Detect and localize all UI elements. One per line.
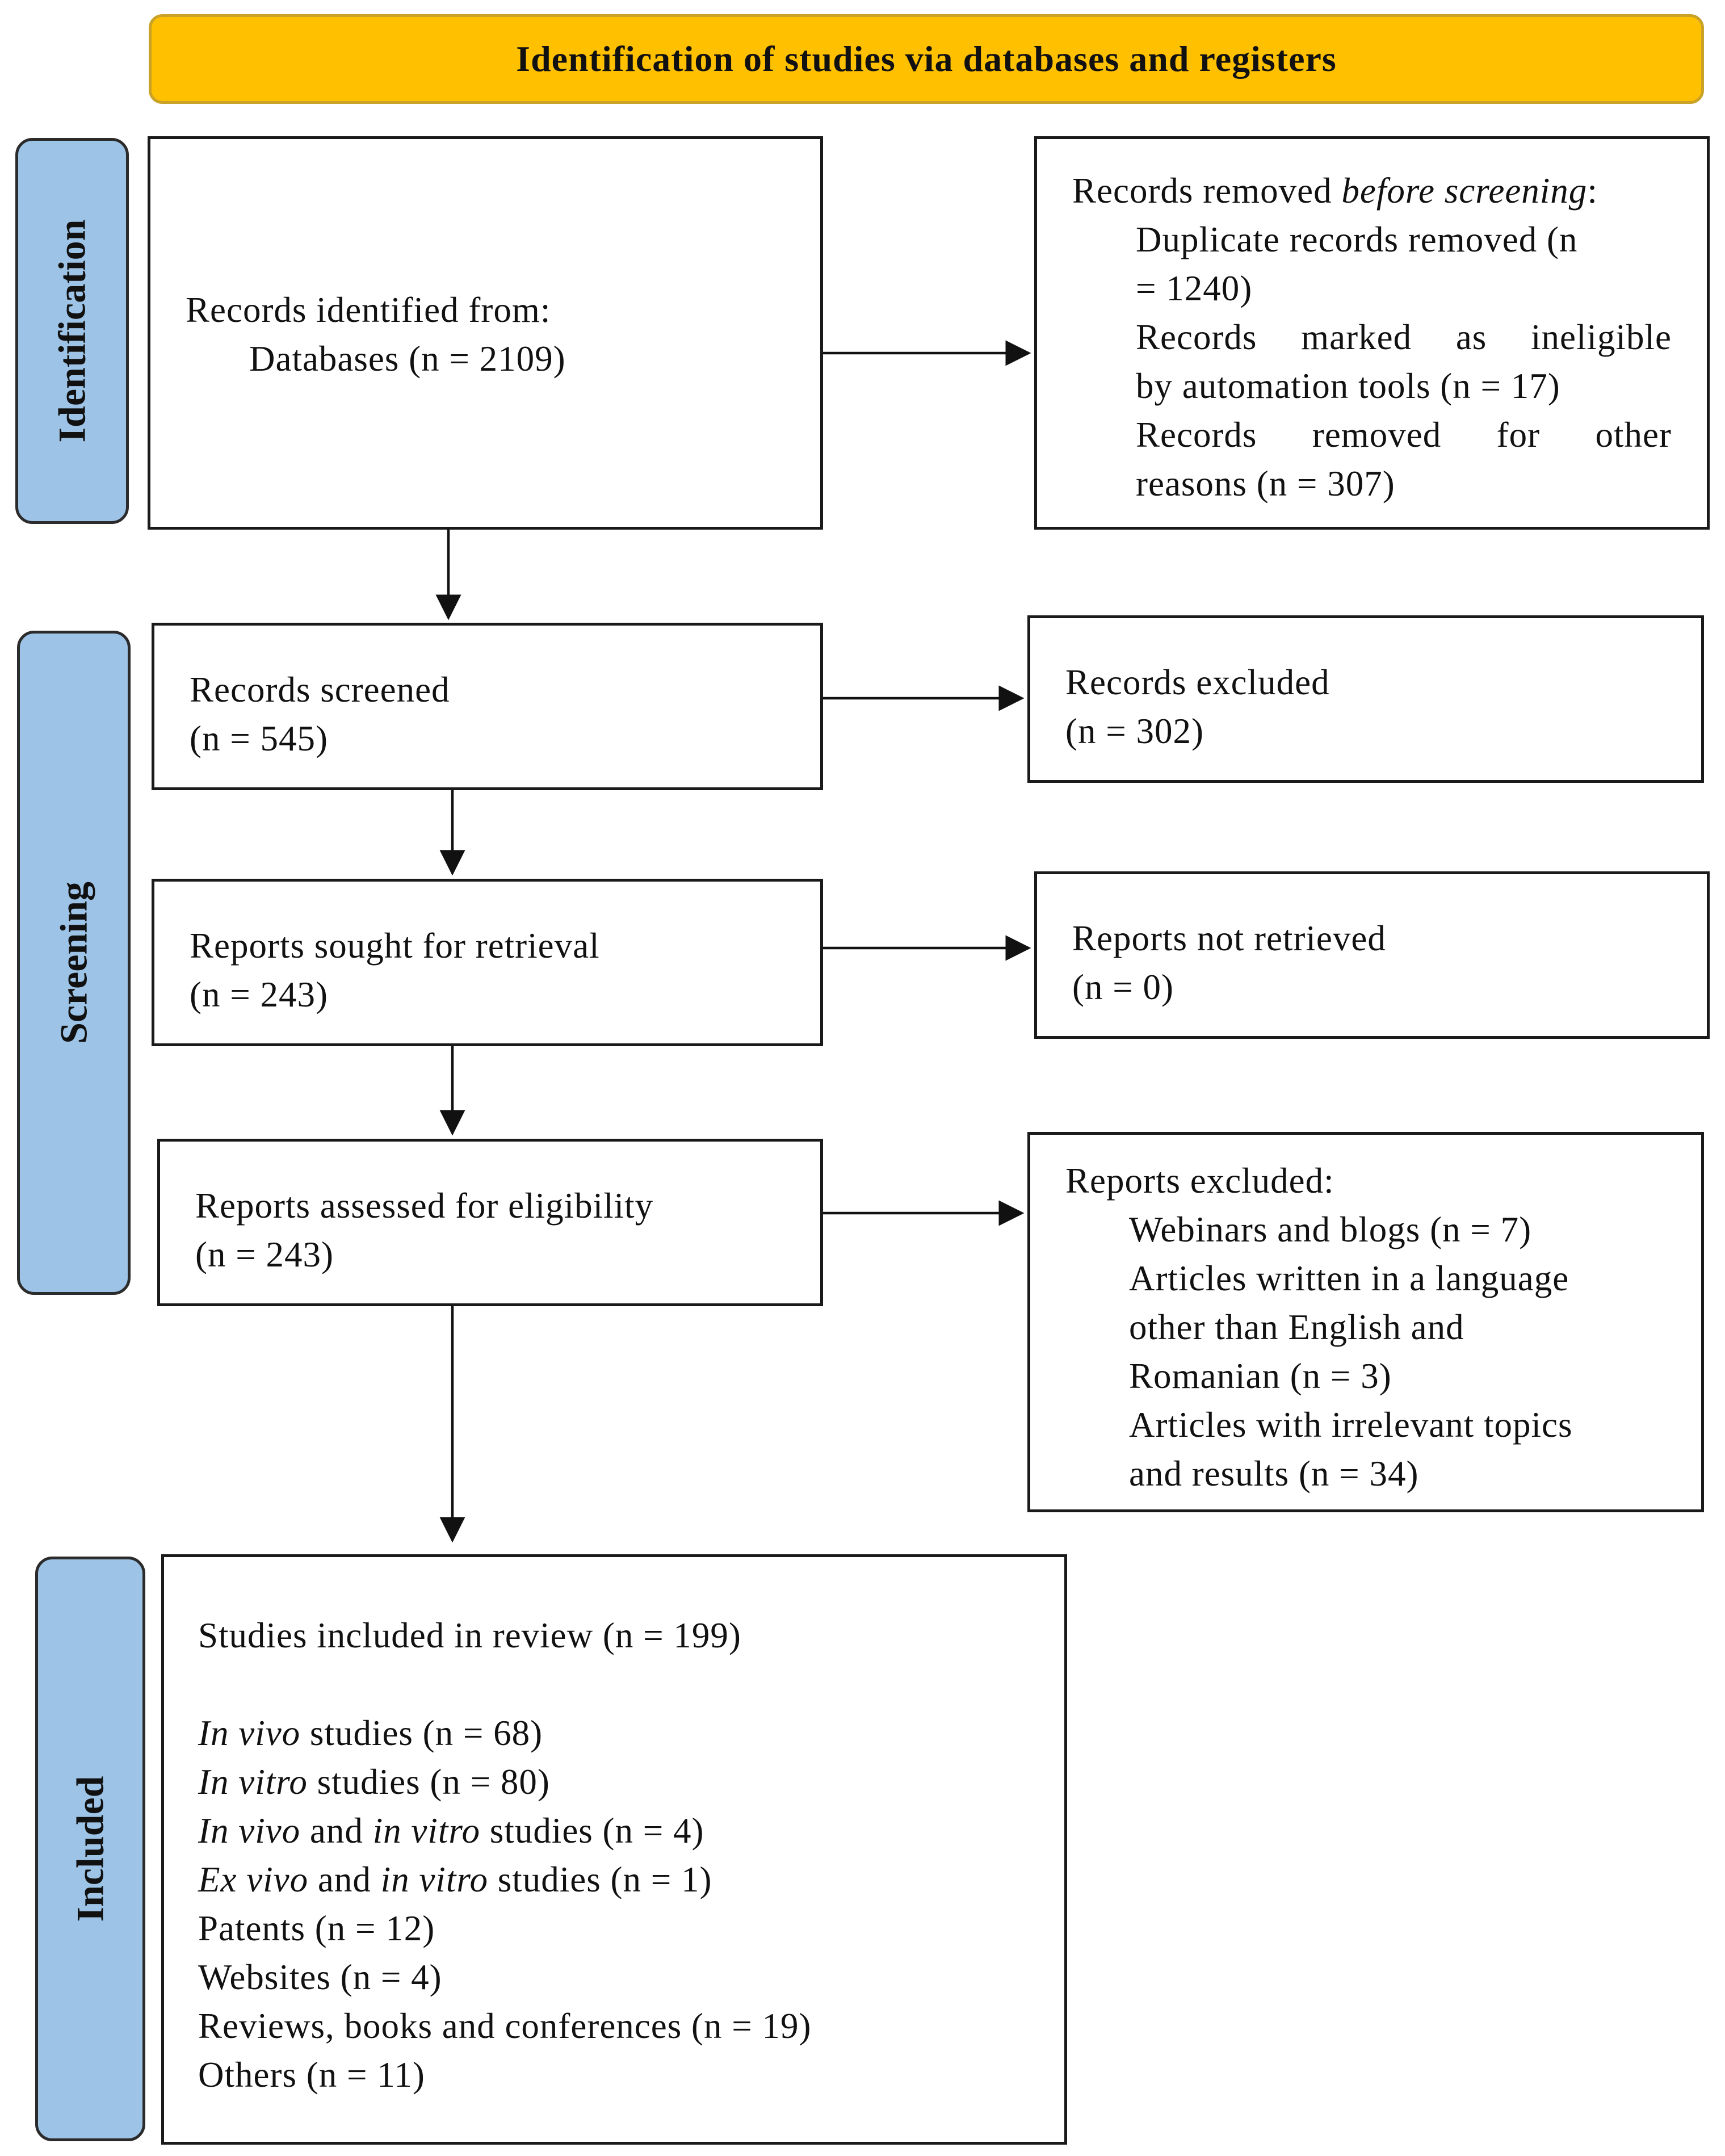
reports-sought-label: Reports sought for retrieval [190,926,600,966]
patents: Patents (n = 12) [198,1908,435,1948]
reports-excluded-item: other than English and [1129,1307,1464,1347]
in-vivo-rest: studies (n = 68) [300,1713,543,1753]
in-vivo-and-in-vitro-studies: In vivo and in vitro studies (n = 4) [198,1806,1064,1855]
header-title: Identification of studies via databases … [516,39,1337,79]
reports-excluded-item: Articles written in a language [1129,1259,1569,1298]
records-excluded-count: (n = 302) [1065,711,1204,751]
records-screened-count: (n = 545) [190,719,328,758]
in-vitro-rest: studies (n = 80) [307,1762,550,1802]
reports-assessed-count: (n = 243) [195,1235,334,1274]
records-identified-box: Records identified from: Databases (n = … [148,136,823,530]
reports-sought-box: Reports sought for retrieval (n = 243) [152,879,823,1046]
ex-vivo-vitro-rest: studies (n = 1) [488,1860,712,1899]
reports-assessed-box: Reports assessed for eligibility (n = 24… [157,1139,823,1306]
websites: Websites (n = 4) [198,1957,442,1997]
records-excluded-box: Records excluded (n = 302) [1027,615,1704,783]
reports-not-retrieved-count: (n = 0) [1072,967,1174,1007]
and-text: and [308,1860,381,1899]
other-reasons-line2: reasons (n = 307) [1136,464,1395,504]
ineligible-line2: by automation tools (n = 17) [1136,366,1560,406]
reports-excluded-item: Articles with irrelevant topics [1129,1405,1573,1445]
in-vitro-italic: in vitro [380,1860,488,1899]
studies-included-heading: Studies included in review (n = 199) [198,1616,741,1655]
in-vivo-studies: In vivo studies (n = 68) [198,1709,1064,1757]
ineligible-line1: Records marked as ineligible [1136,317,1672,357]
records-screened-box: Records screened (n = 545) [152,623,823,790]
in-vitro-studies: In vitro studies (n = 80) [198,1757,1064,1806]
ex-vivo-and-in-vitro-studies: Ex vivo and in vitro studies (n = 1) [198,1855,1064,1904]
records-screened-label: Records screened [190,670,450,710]
in-vivo-vitro-rest: studies (n = 4) [480,1811,704,1851]
other-reasons-line1: Records removed for other [1136,415,1672,455]
reports-excluded-heading: Reports excluded: [1065,1161,1334,1201]
records-identified-databases: Databases (n = 2109) [249,339,566,379]
records-removed-heading-prefix: Records removed [1072,171,1342,211]
others: Others (n = 11) [198,2055,425,2095]
header-banner: Identification of studies via databases … [149,14,1704,104]
duplicates-line1: Duplicate records removed (n [1136,220,1578,259]
reports-not-retrieved-box: Reports not retrieved (n = 0) [1034,871,1710,1039]
records-identified-heading: Records identified from: [186,290,551,330]
ex-vivo-italic: Ex vivo [198,1860,309,1899]
records-removed-box: Records removed before screening: Duplic… [1034,136,1710,530]
stage-screening: Screening [17,631,131,1295]
reports-excluded-item: and results (n = 34) [1129,1454,1419,1494]
reports-sought-count: (n = 243) [190,975,328,1014]
in-vitro-italic: In vitro [198,1762,308,1802]
in-vivo-italic: In vivo [198,1713,301,1753]
stage-included: Included [35,1557,145,2141]
reports-excluded-item: Webinars and blogs (n = 7) [1129,1210,1532,1249]
in-vivo-italic: In vivo [198,1811,301,1851]
and-text: and [300,1811,373,1851]
reviews-books-conferences: Reviews, books and conferences (n = 19) [198,2006,812,2046]
records-removed-heading: Records removed before screening: [1072,166,1672,215]
reports-not-retrieved-label: Reports not retrieved [1072,918,1386,958]
in-vitro-italic: in vitro [372,1811,481,1851]
studies-included-box: Studies included in review (n = 199) In … [161,1554,1067,2145]
reports-excluded-box: Reports excluded: Webinars and blogs (n … [1027,1132,1704,1512]
reports-assessed-label: Reports assessed for eligibility [195,1186,654,1226]
records-removed-heading-suffix: : [1587,171,1598,211]
records-removed-heading-italic: before screening [1341,171,1588,211]
stage-identification: Identification [15,138,129,524]
reports-excluded-item: Romanian (n = 3) [1129,1356,1392,1396]
duplicates-line2: = 1240) [1136,269,1253,308]
records-excluded-label: Records excluded [1065,662,1330,702]
